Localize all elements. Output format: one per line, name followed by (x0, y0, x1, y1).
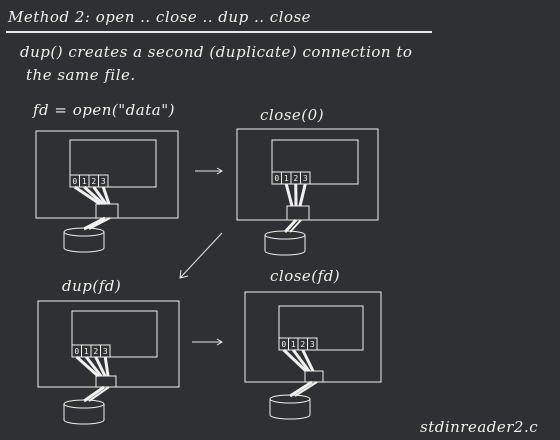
file-link-line (83, 216, 106, 231)
fd-number-2: 2 (93, 347, 98, 356)
fd-connection-line (101, 186, 111, 205)
fd-connection-line (73, 185, 101, 206)
file-link-line (83, 385, 105, 403)
fd-number-0: 0 (72, 177, 77, 186)
fd-number-1: 1 (291, 340, 296, 349)
kernel-connector (286, 205, 310, 221)
description-line-2: the same file. (26, 66, 136, 84)
kernel-area-box (71, 310, 158, 358)
arrow-step-3-to-4 (192, 338, 223, 346)
step-1-label: fd = open("data") (33, 101, 175, 119)
fd-connection-line (284, 183, 294, 207)
fd-number-3: 3 (310, 340, 315, 349)
file-cylinder-icon (63, 399, 105, 425)
fd-number-2: 2 (91, 177, 96, 186)
fd-number-1: 1 (82, 177, 87, 186)
step-3-label: dup(fd) (62, 277, 122, 295)
fd-connection-line (301, 349, 315, 372)
arrow-step-1-to-2 (195, 167, 223, 175)
step-4-label: close(fd) (270, 267, 341, 285)
fd-number-0: 0 (74, 347, 79, 356)
file-cylinder-icon (269, 394, 311, 420)
fd-connection-line (282, 348, 308, 373)
fd-connection-line (75, 355, 99, 378)
kernel-area-box (278, 305, 364, 351)
fd-connection-line (92, 186, 108, 205)
title-underline (6, 31, 432, 33)
step-2-label: close(0) (260, 106, 325, 124)
fd-number-2: 2 (293, 174, 298, 183)
fd-number-1: 1 (84, 347, 89, 356)
fd-number-0: 0 (281, 340, 286, 349)
fd-number-0: 0 (274, 174, 279, 183)
kernel-connector (95, 375, 117, 388)
kernel-area-box (69, 139, 157, 188)
file-cylinder-icon (264, 230, 306, 256)
file-link-line (283, 218, 298, 234)
file-cylinder-icon (63, 227, 105, 253)
fd-connection-line (103, 356, 110, 377)
fd-connection-line (298, 183, 307, 207)
file-link-line (294, 381, 318, 397)
diagram-title: Method 2: open .. close .. dup .. close (8, 8, 312, 26)
file-link-line (289, 219, 302, 233)
arrow-step-2-to-3 (179, 232, 223, 279)
fd-connection-line (292, 349, 311, 372)
fd-number-3: 3 (303, 174, 308, 183)
fd-connection-line (94, 356, 107, 377)
fd-number-2: 2 (300, 340, 305, 349)
fd-connection-line (83, 185, 105, 206)
source-file-label: stdinreader2.c (420, 418, 539, 436)
file-link-line (88, 386, 110, 402)
description-line-1: dup() creates a second (duplicate) conne… (20, 43, 413, 61)
kernel-area-box (271, 139, 359, 185)
kernel-connector (95, 203, 119, 219)
file-link-line (289, 380, 313, 398)
fd-number-3: 3 (101, 177, 106, 186)
file-link-line (88, 217, 111, 230)
fd-connection-line (85, 356, 103, 377)
fd-number-3: 3 (103, 347, 108, 356)
fd-number-1: 1 (284, 174, 289, 183)
kernel-connector (304, 370, 324, 383)
